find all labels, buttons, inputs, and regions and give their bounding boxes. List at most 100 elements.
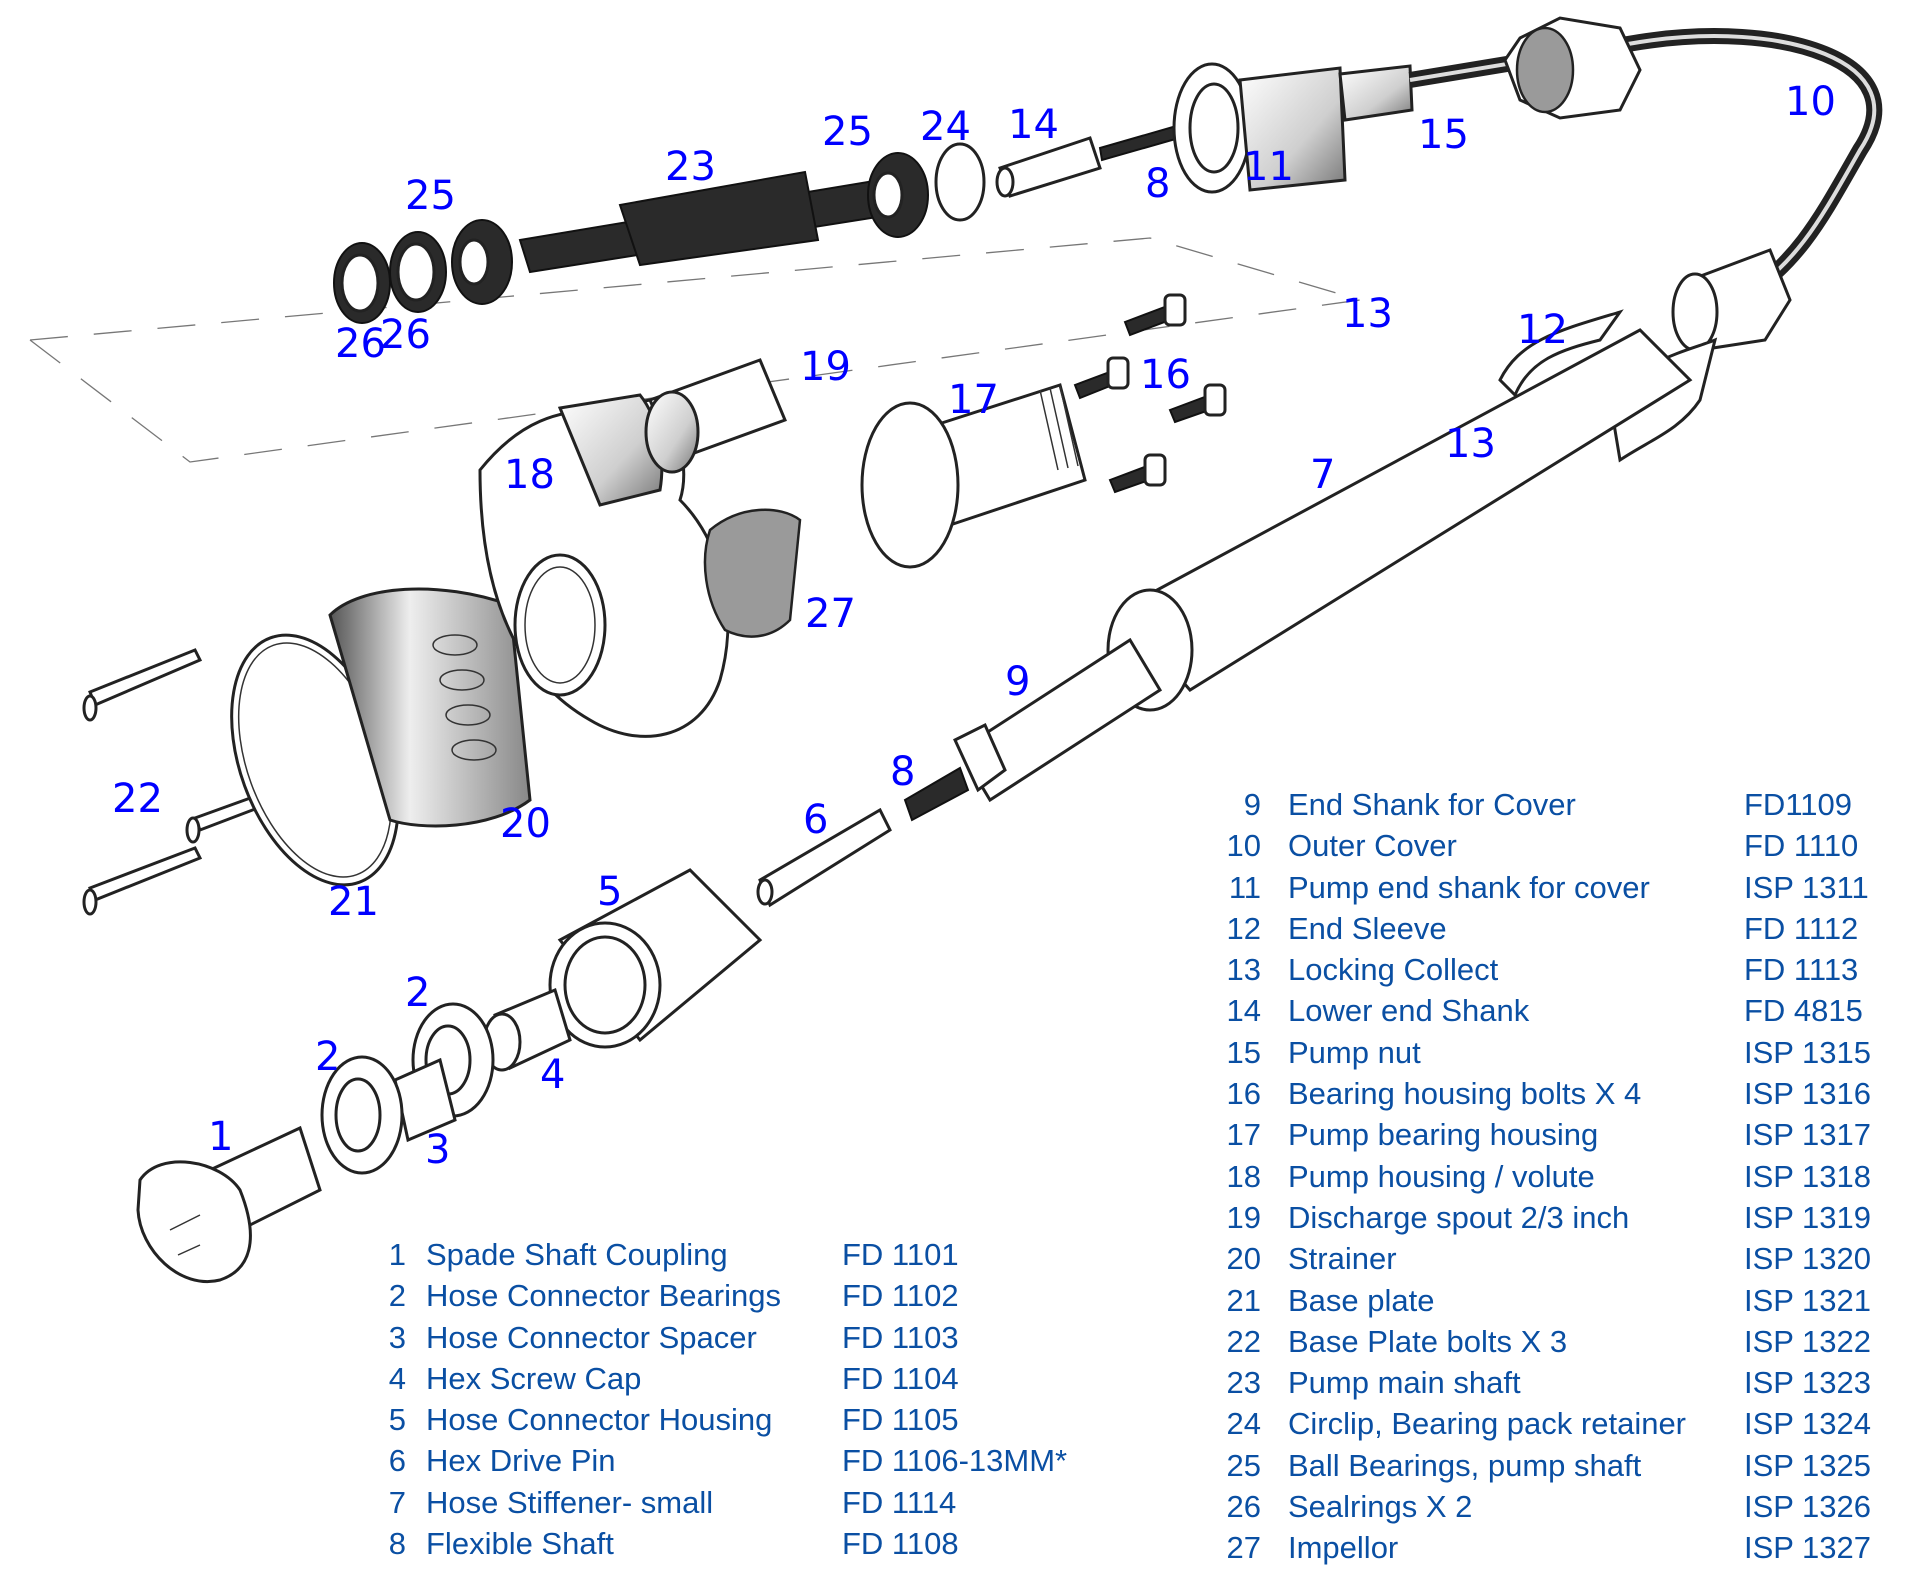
parts-list-left: 1 Spade Shaft Coupling FD 1101 2 Hose Co… [370, 1234, 1130, 1564]
part-description: Pump housing / volute [1288, 1158, 1595, 1194]
callout-labels: 1 2 2 3 4 5 6 7 8 8 9 10 11 12 13 13 14 … [112, 79, 1836, 1173]
part-number: 25 [1226, 1447, 1261, 1483]
parts-list-row: 23 Pump main shaft ISP 1323 [1200, 1362, 1920, 1403]
callout-17: 17 [948, 377, 999, 423]
part-code: FD 1110 [1744, 828, 1859, 864]
callout-8-top: 8 [1145, 161, 1170, 207]
part-27-impellor [703, 508, 802, 638]
callout-6: 6 [803, 797, 828, 843]
part-number: 9 [1243, 787, 1261, 822]
callout-8-bottom: 8 [890, 749, 915, 795]
part-code: ISP 1325 [1744, 1447, 1871, 1483]
part-description: Locking Collect [1288, 952, 1499, 988]
part-13-locking-collect-top [1498, 309, 1624, 398]
callout-1: 1 [208, 1114, 233, 1160]
part-description: Hex Drive Pin [426, 1443, 616, 1479]
part-code: ISP 1327 [1744, 1530, 1871, 1566]
part-code: FD 4815 [1744, 993, 1863, 1029]
part-code: FD 1114 [842, 1484, 957, 1520]
callout-24: 24 [920, 104, 971, 150]
parts-list-row: 12 End Sleeve FD 1112 [1200, 908, 1920, 949]
part-description: Hex Screw Cap [426, 1360, 642, 1396]
parts-list-row: 14 Lower end Shank FD 4815 [1200, 990, 1920, 1031]
callout-26-left: 26 [335, 321, 386, 367]
callout-9: 9 [1005, 659, 1030, 705]
parts-list-row: 8 Flexible Shaft FD 1108 [370, 1523, 1130, 1564]
part-15-pump-nut [1503, 16, 1642, 120]
part-number: 13 [1226, 952, 1261, 988]
part-number: 10 [1226, 828, 1261, 864]
part-number: 12 [1226, 910, 1261, 946]
part-19-discharge-spout [644, 358, 787, 474]
part-code: ISP 1318 [1744, 1158, 1871, 1194]
part-22-base-plate-bolt-1 [82, 648, 203, 722]
part-26-sealrings [333, 231, 447, 324]
part-description: Pump bearing housing [1288, 1117, 1599, 1153]
part-description: Spade Shaft Coupling [426, 1237, 728, 1272]
part-code: FD 1112 [1744, 910, 1859, 946]
part-code: ISP 1311 [1744, 869, 1869, 905]
part-25-ball-bearing-right [867, 152, 929, 238]
part-code: FD 1108 [842, 1526, 959, 1562]
callout-5: 5 [597, 869, 622, 915]
parts-list-row: 2 Hose Connector Bearings FD 1102 [370, 1275, 1130, 1316]
part-code: FD 1105 [842, 1402, 959, 1438]
parts-list-row: 7 Hose Stiffener- small FD 1114 [370, 1482, 1130, 1523]
parts-list-row: 10 Outer Cover FD 1110 [1200, 825, 1920, 866]
part-code: FD1109 [1744, 787, 1852, 822]
part-10-outer-cover [1408, 28, 1883, 307]
callout-13-top: 13 [1342, 291, 1393, 337]
part-code: FD 1101 [842, 1237, 959, 1272]
part-description: Sealrings X 2 [1288, 1489, 1473, 1525]
parts-list-row: 20 Strainer ISP 1320 [1200, 1238, 1920, 1279]
part-description: Hose Connector Spacer [426, 1319, 757, 1355]
callout-10: 10 [1785, 79, 1836, 125]
part-number: 20 [1226, 1241, 1261, 1277]
callout-15: 15 [1418, 112, 1469, 158]
callout-4: 4 [540, 1052, 565, 1098]
part-code: ISP 1320 [1744, 1241, 1871, 1277]
parts-list-row: 26 Sealrings X 2 ISP 1326 [1200, 1486, 1920, 1527]
callout-18: 18 [504, 452, 555, 498]
part-description: End Shank for Cover [1288, 787, 1576, 822]
part-number: 8 [388, 1526, 406, 1562]
part-16-bearing-housing-bolt-3 [1168, 383, 1227, 424]
part-description: Flexible Shaft [426, 1526, 614, 1562]
parts-list-row: 6 Hex Drive Pin FD 1106-13MM* [370, 1440, 1130, 1481]
callout-27: 27 [805, 591, 856, 637]
part-number: 19 [1226, 1199, 1261, 1235]
part-description: Hose Connector Bearings [426, 1278, 781, 1314]
part-17-pump-bearing-housing [860, 383, 1087, 569]
part-number: 14 [1226, 993, 1261, 1029]
callout-2-lower: 2 [315, 1034, 340, 1080]
part-code: FD 1113 [1744, 952, 1859, 988]
part-description: Impellor [1288, 1530, 1399, 1566]
parts-list-row: 22 Base Plate bolts X 3 ISP 1322 [1200, 1321, 1920, 1362]
part-9-end-shank-for-cover [953, 637, 1163, 803]
part-code: FD 1104 [842, 1360, 959, 1396]
parts-list-row: 16 Bearing housing bolts X 4 ISP 1316 [1200, 1073, 1920, 1114]
part-number: 21 [1226, 1282, 1261, 1318]
part-16-bearing-housing-bolt-1 [1123, 293, 1187, 337]
parts-list-row: 25 Ball Bearings, pump shaft ISP 1325 [1200, 1445, 1920, 1486]
callout-7: 7 [1310, 452, 1335, 498]
part-number: 4 [388, 1360, 406, 1396]
part-number: 15 [1226, 1034, 1261, 1070]
part-description: Ball Bearings, pump shaft [1288, 1447, 1642, 1483]
callout-23: 23 [665, 144, 716, 190]
part-code: ISP 1317 [1744, 1117, 1871, 1153]
parts-list-row: 3 Hose Connector Spacer FD 1103 [370, 1317, 1130, 1358]
parts-list-row: 24 Circlip, Bearing pack retainer ISP 13… [1200, 1403, 1920, 1444]
parts-list-row: 13 Locking Collect FD 1113 [1200, 949, 1920, 990]
callout-21: 21 [328, 879, 379, 925]
part-code: FD 1106-13MM* [842, 1443, 1068, 1479]
parts-list-row: 15 Pump nut ISP 1315 [1200, 1032, 1920, 1073]
part-18-pump-housing-volute [478, 393, 730, 738]
parts-list-row: 9 End Shank for Cover FD1109 [1200, 784, 1920, 825]
callout-25-right: 25 [822, 109, 873, 155]
parts-list-row: 18 Pump housing / volute ISP 1318 [1200, 1156, 1920, 1197]
part-code: ISP 1319 [1744, 1199, 1871, 1235]
part-6-hex-drive-pin [756, 807, 892, 908]
assembly-plane-outline [29, 237, 1361, 463]
